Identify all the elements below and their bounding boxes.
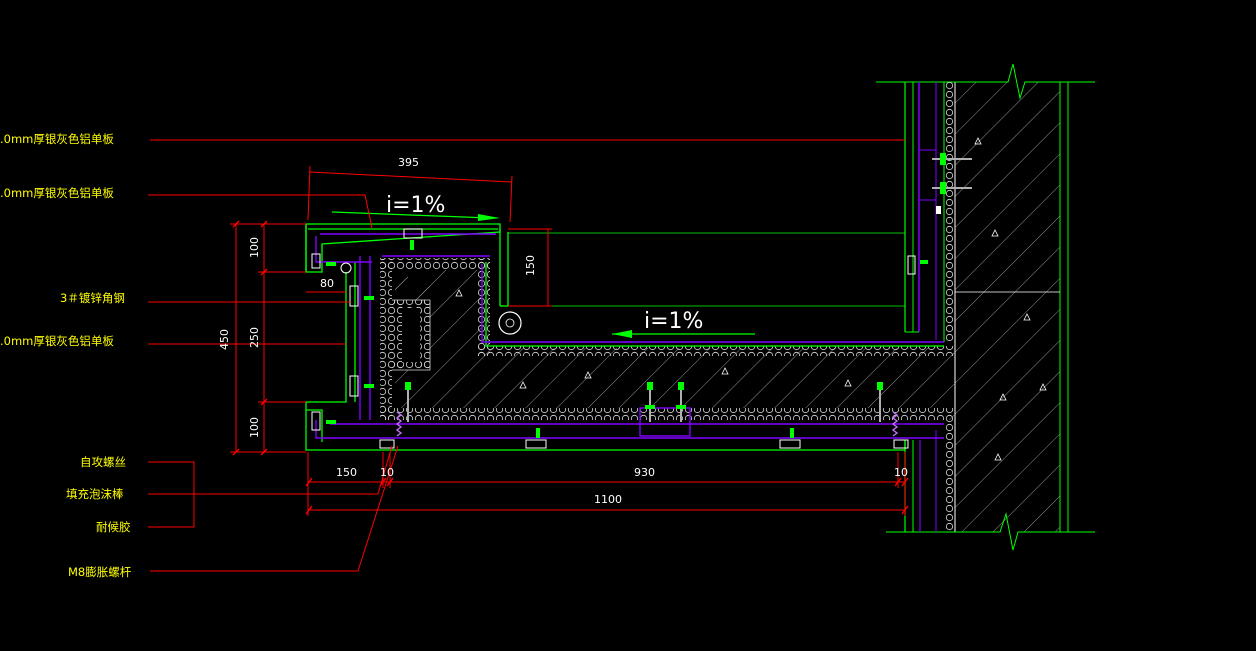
dim-930: 930 bbox=[634, 466, 655, 479]
steel-subframe bbox=[315, 233, 944, 439]
slope-label-gutter: i=1% bbox=[644, 309, 703, 334]
callout-labels: .0mm厚银灰色铝单板 .0mm厚银灰色铝单板 3＃镀锌角钢 .0mm厚银灰色铝… bbox=[0, 132, 132, 579]
label-angle-steel: 3＃镀锌角钢 bbox=[60, 291, 125, 305]
concrete-slab bbox=[395, 137, 1047, 461]
dim-height-150: 150 bbox=[524, 255, 537, 276]
slope-arrows bbox=[331, 211, 755, 338]
label-anchor-bolt: M8膨胀螺杆 bbox=[68, 565, 132, 579]
label-screw: 自攻螺丝 bbox=[80, 455, 126, 469]
bolt-heads bbox=[405, 382, 883, 409]
dim-450: 450 bbox=[218, 329, 231, 350]
slope-label-top: i=1% bbox=[386, 193, 445, 218]
dim-80: 80 bbox=[320, 277, 334, 290]
wall-cladding bbox=[904, 82, 972, 532]
dim-1100: 1100 bbox=[594, 493, 622, 506]
insulation-layer bbox=[380, 258, 955, 420]
label-panel-2: .0mm厚银灰色铝单板 bbox=[0, 186, 114, 200]
label-panel-1: .0mm厚银灰色铝单板 bbox=[0, 132, 114, 146]
green-arrows-clips bbox=[326, 240, 928, 438]
dim-10-right: 10 bbox=[894, 466, 908, 479]
sealant-coils bbox=[395, 411, 899, 437]
dim-150: 150 bbox=[336, 466, 357, 479]
dimension-lines bbox=[230, 165, 906, 516]
dim-100-bottom: 100 bbox=[248, 417, 261, 438]
drain-pipe bbox=[498, 232, 905, 335]
wall bbox=[876, 63, 1095, 551]
label-foam: 填充泡沫棒 bbox=[66, 487, 124, 501]
dim-100-top: 100 bbox=[248, 237, 261, 258]
label-panel-3: .0mm厚银灰色铝单板 bbox=[0, 334, 114, 348]
panel-clips bbox=[311, 228, 909, 449]
dim-10-left: 10 bbox=[380, 466, 394, 479]
dim-250: 250 bbox=[248, 327, 261, 348]
leader-lines bbox=[148, 139, 905, 572]
label-sealant: 耐候胶 bbox=[96, 520, 131, 534]
dim-top-width: 395 bbox=[398, 156, 419, 169]
dimension-texts: 395 i=1% 150 i=1% 100 80 450 250 100 150… bbox=[218, 156, 908, 506]
